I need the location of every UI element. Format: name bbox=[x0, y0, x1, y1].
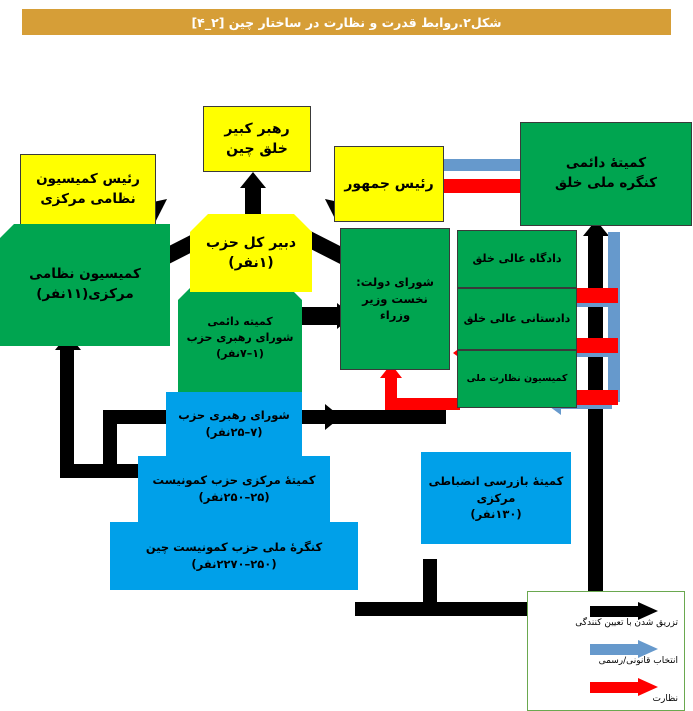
connector-cdi-down bbox=[423, 559, 437, 609]
node-procuratorate-line-1: دادستانی عالی خلق bbox=[463, 312, 571, 326]
red-arrow-to-court-shaft bbox=[566, 288, 618, 303]
legend-item-supervision: نظارت bbox=[528, 674, 684, 710]
node-state-council[interactable]: شورای دولت: نخست وزیر وزراء bbox=[340, 228, 450, 370]
connector-politburo-to-trunk-shaft bbox=[300, 410, 446, 424]
node-national-supervision-commission[interactable]: کمیسیون نظارت ملی bbox=[457, 350, 577, 408]
node-secretary-line-2: (۱نفر) bbox=[228, 255, 274, 271]
node-state-council-line-1: شورای دولت: bbox=[356, 274, 434, 289]
node-politburo[interactable]: شورای رهبری حزب (۷–۲۵نفر) bbox=[166, 392, 302, 456]
legend-arrow-red bbox=[590, 678, 658, 696]
figure-title-bar: شکل۲.روابط قدرت و نظارت در ساختار چین [۲… bbox=[22, 9, 671, 35]
red-arrow-npcsc-to-president-shaft bbox=[421, 179, 531, 193]
red-arrow-supervision-elbow-horizontal bbox=[385, 398, 460, 410]
legend-label-appointment: تزریق شدن با تعیین کنندگی bbox=[575, 618, 678, 628]
node-central-discipline-inspection[interactable]: کمیتهٔ بازرسی انضباطی مرکزی (۱۳۰نفر) bbox=[421, 452, 571, 544]
node-psc-line-3: (۱–۷نفر) bbox=[216, 346, 264, 360]
blue-rail-right-vertical bbox=[608, 232, 620, 402]
node-npc-standing-committee[interactable]: کمیتهٔ دائمی کنگره ملی خلق bbox=[520, 122, 692, 226]
connector-politburo-to-trunk-head bbox=[325, 404, 341, 430]
node-cdi-line-1: کمیتهٔ بازرسی انضباطی bbox=[428, 473, 564, 488]
trunk-left-branch-vertical bbox=[103, 410, 117, 468]
legend-item-election: انتخاب قانونی/رسمی bbox=[528, 636, 684, 672]
diagram-canvas: رهبر کبیر خلق چین رئیس کمیسیون نظامی مرک… bbox=[0, 46, 693, 711]
node-cmc-line-2: مرکزی(۱۱نفر) bbox=[36, 286, 134, 302]
red-arrow-to-procuratorate-shaft bbox=[566, 338, 618, 353]
node-npcsc-line-2: کنگره ملی خلق bbox=[555, 175, 657, 191]
legend-arrow-black bbox=[590, 602, 658, 620]
node-great-leader-line-1: رهبر کبیر bbox=[224, 120, 290, 137]
node-politburo-standing-committee[interactable]: کمیته دائمی شورای رهبری حزب (۱–۷نفر) bbox=[178, 282, 302, 394]
node-state-council-line-2: نخست وزیر bbox=[362, 291, 428, 306]
legend-label-election: انتخاب قانونی/رسمی bbox=[598, 656, 678, 666]
node-politburo-line-2: (۷–۲۵نفر) bbox=[205, 425, 263, 439]
node-psc-line-2: شورای رهبری حزب bbox=[186, 331, 294, 345]
node-cmc-line-1: کمیسیون نظامی bbox=[29, 266, 141, 283]
node-cmc-chairman-line-2: نظامی مرکزی bbox=[40, 191, 136, 207]
node-cmc-chairman-line-1: رئیس کمیسیون bbox=[36, 171, 140, 188]
node-president[interactable]: رئیس جمهور bbox=[334, 146, 444, 222]
legend-item-appointment: تزریق شدن با تعیین کنندگی bbox=[528, 598, 684, 634]
connector-psc-to-statecouncil-shaft bbox=[300, 307, 346, 325]
legend-panel: تزریق شدن با تعیین کنندگی انتخاب قانونی/… bbox=[527, 591, 685, 711]
node-cc-line-2: (۲۵–۲۵۰نفر) bbox=[198, 490, 270, 504]
node-party-general-secretary[interactable]: دبیر کل حزب (۱نفر) bbox=[190, 214, 312, 292]
legend-arrow-blue bbox=[590, 640, 658, 658]
blue-arrow-npcsc-to-president-shaft bbox=[421, 159, 531, 171]
node-supreme-peoples-procuratorate[interactable]: دادستانی عالی خلق bbox=[457, 288, 577, 350]
trunk-left-vertical bbox=[60, 346, 74, 466]
node-court-line-1: دادگاه عالی خلق bbox=[472, 252, 562, 266]
connector-secretary-to-leader-head bbox=[240, 172, 266, 188]
red-arrow-supervision-elbow-vertical bbox=[385, 376, 397, 404]
figure-title-text: شکل۲.روابط قدرت و نظارت در ساختار چین [۲… bbox=[191, 14, 502, 30]
node-cmc-chairman[interactable]: رئیس کمیسیون نظامی مرکزی bbox=[20, 154, 156, 226]
node-great-leader-line-2: خلق چین bbox=[226, 141, 288, 157]
node-great-leader[interactable]: رهبر کبیر خلق چین bbox=[203, 106, 311, 172]
node-supreme-peoples-court[interactable]: دادگاه عالی خلق bbox=[457, 230, 577, 288]
node-national-party-congress[interactable]: کنگرهٔ ملی حزب کمونیست چین (۲۵۰–۲۲۷۰نفر) bbox=[110, 522, 358, 590]
node-supervision-line-1: کمیسیون نظارت ملی bbox=[466, 373, 568, 385]
red-arrow-to-supervision-shaft bbox=[566, 390, 618, 405]
node-cdi-line-2: مرکزی bbox=[476, 490, 516, 505]
node-president-line-1: رئیس جمهور bbox=[344, 175, 434, 192]
node-congress-line-2: (۲۵۰–۲۲۷۰نفر) bbox=[191, 557, 277, 571]
node-npcsc-line-1: کمیتهٔ دائمی bbox=[565, 155, 647, 172]
node-state-council-line-3: وزراء bbox=[379, 308, 411, 323]
node-secretary-line-1: دبیر کل حزب bbox=[205, 234, 297, 251]
node-politburo-line-1: شورای رهبری حزب bbox=[178, 408, 290, 423]
node-cc-line-1: کمیتهٔ مرکزی حزب کمونیست bbox=[152, 473, 316, 488]
node-congress-line-1: کنگرهٔ ملی حزب کمونیست چین bbox=[145, 540, 323, 555]
legend-label-supervision: نظارت bbox=[652, 694, 678, 704]
node-psc-line-1: کمیته دائمی bbox=[207, 315, 273, 329]
node-central-military-commission[interactable]: کمیسیون نظامی مرکزی(۱۱نفر) bbox=[0, 224, 170, 346]
node-cdi-line-3: (۱۳۰نفر) bbox=[470, 507, 522, 522]
node-central-committee[interactable]: کمیتهٔ مرکزی حزب کمونیست (۲۵–۲۵۰نفر) bbox=[138, 456, 330, 522]
